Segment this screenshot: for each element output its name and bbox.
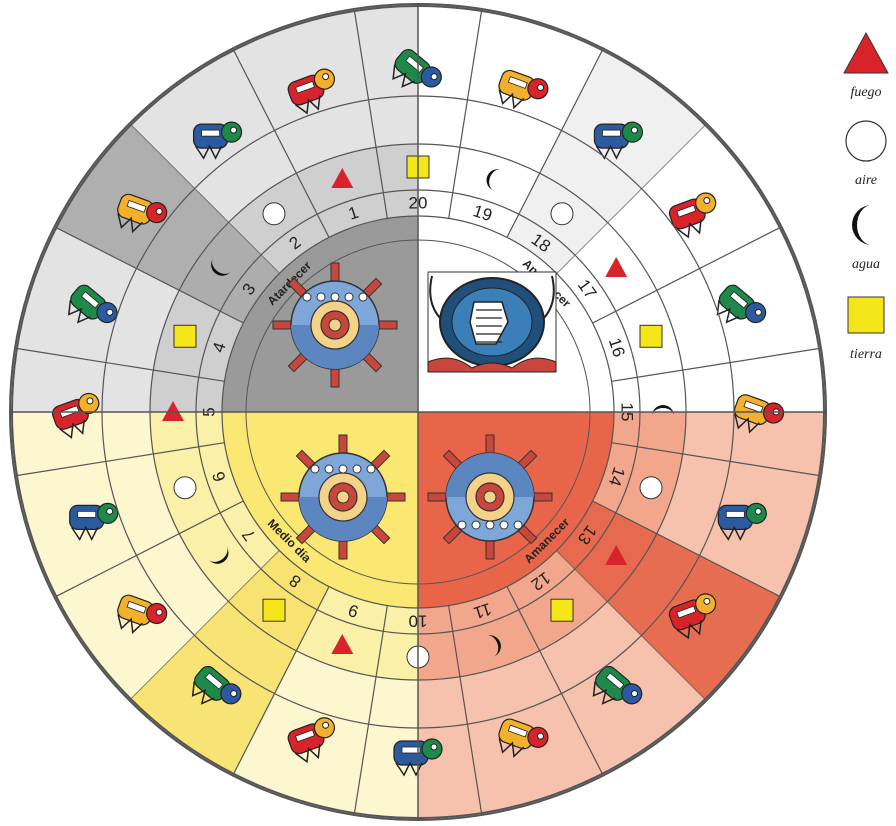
earth-square-icon bbox=[640, 325, 662, 347]
water-moon-icon bbox=[841, 200, 891, 250]
legend-label-tierra: tierra bbox=[836, 347, 896, 363]
legend-label-agua: agua bbox=[836, 257, 896, 273]
air-circle-icon bbox=[263, 203, 285, 225]
legend-label-aire: aire bbox=[836, 173, 896, 189]
legend-item-tierra: tierra bbox=[836, 290, 896, 363]
legend-label-fuego: fuego bbox=[836, 85, 896, 101]
air-circle-icon bbox=[841, 116, 891, 166]
air-circle-icon bbox=[640, 477, 662, 499]
earth-square-icon bbox=[551, 599, 573, 621]
sun-disc-icon-amanecer bbox=[428, 435, 552, 559]
legend-item-fuego: fuego bbox=[836, 28, 896, 101]
sun-disc-icon-atardecer bbox=[273, 263, 397, 387]
water-jar-jaguar-icon bbox=[428, 272, 556, 372]
earth-square-icon bbox=[263, 599, 285, 621]
air-circle-icon bbox=[551, 203, 573, 225]
fire-triangle-icon bbox=[841, 28, 891, 78]
earth-square-icon bbox=[841, 290, 891, 340]
air-circle-icon bbox=[174, 477, 196, 499]
earth-square-icon bbox=[174, 325, 196, 347]
sun-disc-icon-medio-dia bbox=[281, 435, 405, 559]
legend-item-aire: aire bbox=[836, 116, 896, 189]
legend-item-agua: agua bbox=[836, 200, 896, 273]
